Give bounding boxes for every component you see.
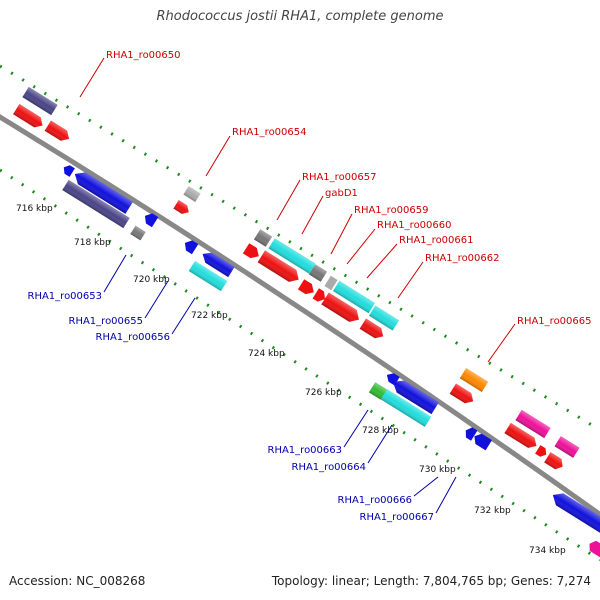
leader-line (366, 243, 398, 279)
gene-feature-blue[interactable] (142, 211, 159, 228)
gene-label-bottom[interactable]: RHA1_ro00663 (268, 445, 343, 456)
kbp-label: 726 kbp (305, 388, 342, 398)
gene-feature-ro00665-orange[interactable] (459, 368, 489, 392)
gene-label-top[interactable]: RHA1_ro00661 (399, 235, 474, 246)
gene-label-bottom[interactable]: RHA1_ro00666 (338, 495, 413, 506)
gene-feature-ro00659-gray[interactable] (308, 264, 328, 282)
gene-feature-purple[interactable] (62, 179, 130, 229)
leader-line (330, 213, 353, 255)
gene-feature-ro00662-cyan[interactable] (368, 305, 400, 331)
gene-feature-blue[interactable] (61, 163, 75, 177)
gene-feature-ro00654-gray[interactable] (183, 186, 201, 202)
gene-label-bottom[interactable]: RHA1_ro00653 (28, 291, 103, 302)
gene-feature-ro00663-green[interactable] (368, 382, 388, 400)
gene-feature-red[interactable] (312, 288, 329, 304)
genome-backbone (0, 114, 600, 518)
gene-label-top[interactable]: RHA1_ro00654 (232, 127, 307, 138)
gene-label-bottom[interactable]: RHA1_ro00656 (96, 332, 171, 343)
gene-feature-pink[interactable] (554, 436, 580, 458)
gene-feature-red[interactable] (359, 318, 387, 342)
gene-feature-ro00657-gray[interactable] (253, 229, 273, 247)
gene-label-top[interactable]: RHA1_ro00650 (106, 50, 181, 61)
gene-feature-blue[interactable] (182, 238, 199, 255)
gene-feature-ro00656-cyan[interactable] (188, 260, 228, 292)
gene-label-top[interactable]: RHA1_ro00660 (377, 220, 452, 231)
gene-label-bottom[interactable]: RHA1_ro00667 (360, 512, 435, 523)
leader-line (435, 476, 457, 514)
kbp-label: 718 kbp (74, 238, 111, 248)
leader-line (413, 476, 439, 497)
gene-label-top[interactable]: RHA1_ro00659 (354, 205, 429, 216)
gene-feature-red[interactable] (173, 200, 191, 216)
gene-feature-ro00661-cyan[interactable] (333, 280, 375, 314)
gene-label-bottom[interactable]: RHA1_ro00655 (69, 316, 144, 327)
gene-feature-red[interactable] (449, 383, 477, 407)
kbp-label: 716 kbp (16, 204, 53, 214)
gene-feature-red[interactable] (44, 120, 73, 144)
leader-line (103, 254, 127, 293)
gene-feature-red[interactable] (544, 452, 566, 472)
gene-feature-pink[interactable] (586, 539, 600, 558)
gene-feature-ro00650-purple[interactable] (22, 86, 58, 116)
leader-line (397, 261, 424, 299)
gene-feature-ro00666-blue[interactable] (463, 425, 478, 441)
kbp-label: 722 kbp (191, 311, 228, 321)
gene-feature-red[interactable] (535, 445, 549, 459)
kbp-label: 728 kbp (362, 426, 399, 436)
gene-feature-blue[interactable] (71, 168, 133, 214)
gene-feature-ro00663-blue[interactable] (389, 376, 439, 415)
gene-feature-blue[interactable] (549, 489, 600, 535)
footer-accession: Accession: NC_008268 (9, 574, 146, 588)
leader-line (487, 323, 516, 363)
leader-line (367, 424, 393, 464)
gene-feature-ro00653-gray[interactable] (130, 225, 146, 241)
leader-line (144, 280, 169, 319)
leader-line (343, 409, 369, 448)
tick-row-upper (0, 64, 600, 432)
gene-feature-red[interactable] (257, 250, 303, 285)
leader-line (346, 228, 376, 265)
leader-line (205, 135, 231, 177)
gene-label-top[interactable]: RHA1_ro00665 (517, 316, 592, 327)
gene-feature-ro00667-blue[interactable] (471, 431, 492, 451)
gene-feature-gabD1-cyan[interactable] (268, 238, 316, 274)
kbp-label: 720 kbp (133, 275, 170, 285)
gene-feature-red[interactable] (321, 292, 362, 325)
gene-feature-red[interactable] (297, 279, 317, 297)
gene-label-bottom[interactable]: RHA1_ro00664 (292, 462, 367, 473)
map-title: Rhodococcus jostii RHA1, complete genome (156, 9, 444, 24)
tick-row-lower (0, 168, 600, 562)
leader-line (301, 195, 324, 235)
kbp-label: 730 kbp (419, 465, 456, 475)
kbp-label: 732 kbp (474, 506, 511, 516)
leader-line (79, 57, 105, 98)
gene-feature-ro00655-blue[interactable] (199, 249, 235, 278)
gene-feature-blue[interactable] (384, 371, 400, 386)
kbp-label: 734 kbp (529, 546, 566, 556)
gene-feature-pink[interactable] (515, 409, 551, 439)
leader-line (171, 297, 196, 335)
gene-feature-red[interactable] (504, 422, 539, 451)
gene-label-top[interactable]: RHA1_ro00662 (425, 253, 500, 264)
gene-feature-red[interactable] (13, 103, 46, 131)
gene-feature-ro00660-gray[interactable] (324, 275, 338, 291)
kbp-label: 724 kbp (248, 349, 285, 359)
leader-line (276, 179, 301, 221)
footer-summary: Topology: linear; Length: 7,804,765 bp; … (271, 574, 591, 588)
gene-feature-red[interactable] (242, 243, 262, 261)
gene-label-top[interactable]: RHA1_ro00657 (302, 172, 377, 183)
gene-label-top[interactable]: gabD1 (325, 188, 358, 199)
gene-feature-ro00664-cyan[interactable] (380, 389, 432, 427)
